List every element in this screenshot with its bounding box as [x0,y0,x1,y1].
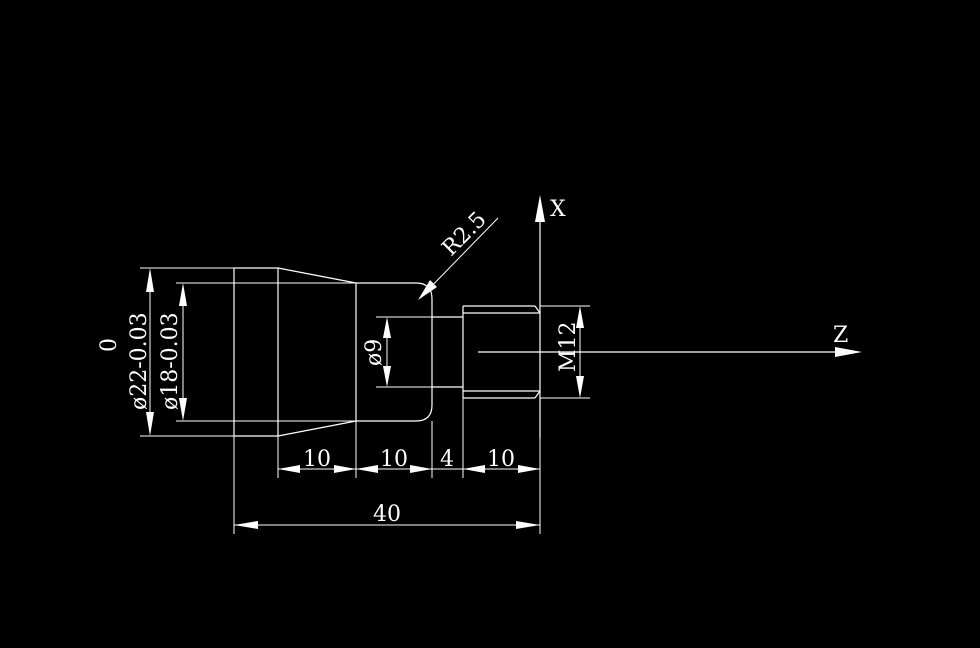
dim-bore [376,316,432,388]
dim-seg1-label: 10 [303,447,331,472]
radius-label: R2.5 [438,207,492,261]
dim-bore-label: ø9 [362,339,387,366]
dim-thread-label: M12 [556,321,581,372]
axis-x-label: X [550,197,566,222]
part-outline [233,267,541,437]
axis-z-label: Z [833,323,848,348]
dim-segment-line [278,465,540,473]
dim-dia-large-label: ø22-0.03 [127,312,152,410]
radius-leader [418,217,499,300]
origin-label: 0 [97,338,122,352]
dim-total-label: 40 [373,502,401,527]
dim-seg2-label: 10 [380,447,408,472]
dim-seg4-label: 10 [487,447,515,472]
dim-seg3-label: 4 [440,447,454,472]
dim-total-line [234,521,540,529]
dim-dia-small-label: ø18-0.03 [158,312,183,410]
dim-dia-small [176,282,356,422]
axis-z [478,347,862,357]
dim-dia-large [140,267,234,437]
axis-x [535,195,545,438]
dim-thread [540,305,590,399]
